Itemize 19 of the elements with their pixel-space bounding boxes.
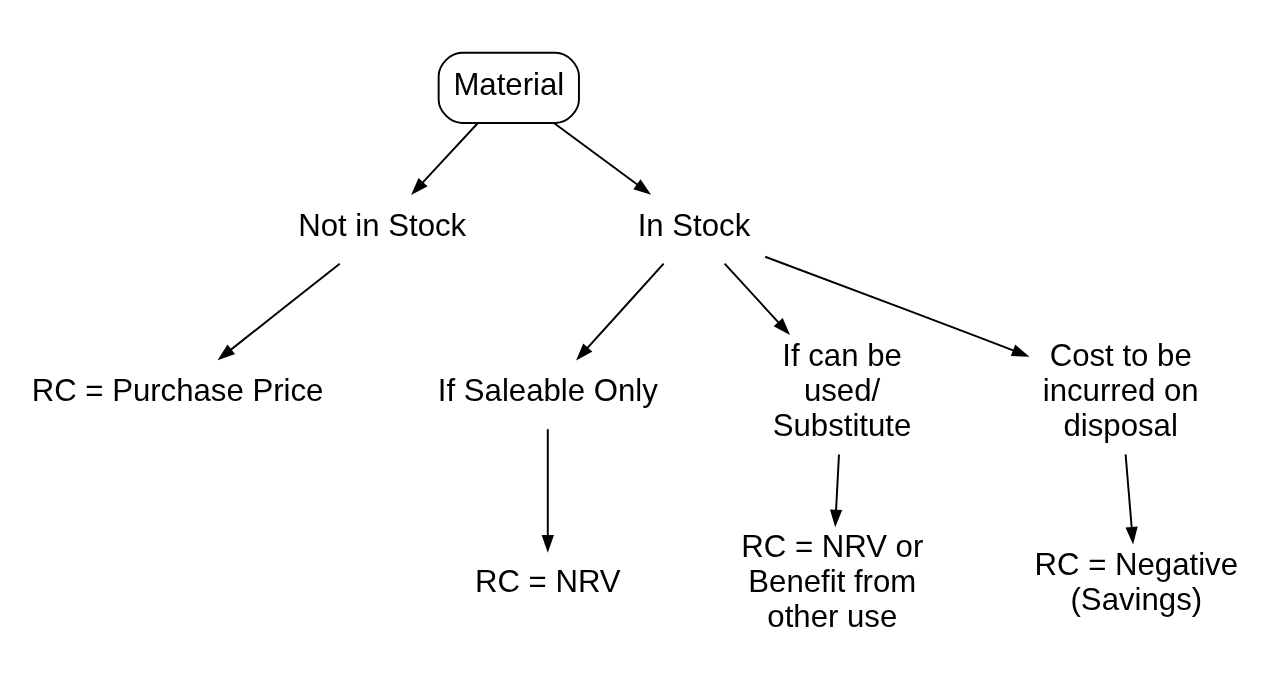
arrow [553, 122, 652, 195]
node-text: RC = Negative (Savings) [1034, 546, 1239, 617]
node-text: RC = Purchase Price [31, 373, 324, 409]
arrow [723, 262, 791, 336]
node-text: Not in Stock [298, 207, 467, 243]
arrow [764, 255, 1030, 357]
arrow [411, 122, 479, 196]
node-text: RC = NRV [474, 564, 621, 600]
node-text: RC = NRV or Benefit from other use [741, 529, 924, 635]
node-text: If Saleable Only [437, 373, 658, 409]
arrow [1124, 453, 1138, 545]
arrow [576, 262, 665, 361]
node-text: If can be used/ Substitute [772, 338, 912, 444]
arrow [541, 428, 554, 553]
node-box: Material [437, 51, 580, 124]
node-text: Cost to be incurred on disposal [1042, 338, 1199, 444]
arrow [829, 453, 843, 528]
arrow [217, 262, 341, 361]
node-text: In Stock [637, 207, 751, 243]
